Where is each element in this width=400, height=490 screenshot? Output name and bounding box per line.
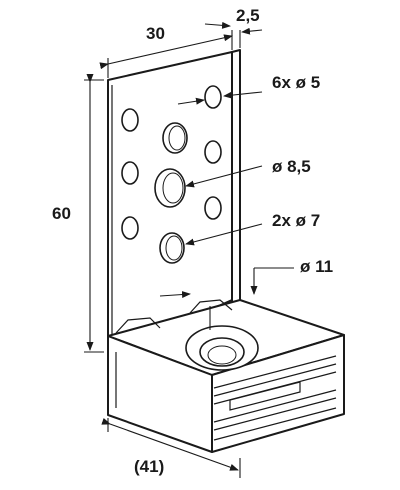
small-hole [204, 196, 222, 220]
small-hole [121, 161, 139, 185]
dimension-depth [101, 418, 241, 478]
medium-hole [159, 232, 185, 264]
depth-label: (41) [134, 457, 164, 476]
medium-hole [162, 122, 188, 154]
dimension-thickness [204, 21, 263, 48]
height-label: 60 [52, 204, 71, 223]
plate-holes [121, 85, 222, 264]
width-label: 30 [146, 24, 165, 43]
thickness-label: 2,5 [236, 6, 260, 25]
dimension-height [84, 74, 104, 353]
small-hole [204, 85, 222, 109]
center-hole-label: ø 8,5 [272, 157, 311, 176]
center-hole [154, 168, 186, 208]
small-hole [121, 108, 139, 132]
leaders [159, 91, 294, 330]
small-hole [121, 216, 139, 240]
base-clamp [107, 299, 345, 453]
small-hole [204, 140, 222, 164]
small-holes-label: 6x ø 5 [272, 73, 320, 92]
medium-holes-label: 2x ø 7 [272, 211, 320, 230]
nut-hole-label: ø 11 [300, 257, 333, 276]
dimension-width [99, 30, 233, 78]
